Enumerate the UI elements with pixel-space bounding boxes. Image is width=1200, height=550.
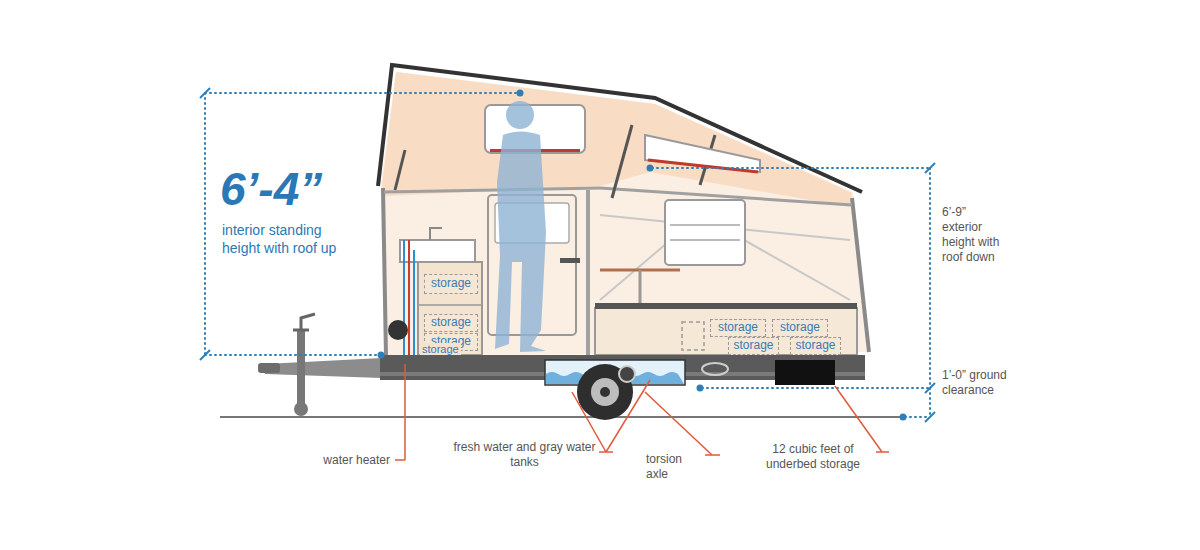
bed [595,303,857,355]
storage-text: storage [431,316,471,329]
storage-box: storage [772,319,828,337]
person-silhouette [495,101,546,352]
bed-part [595,303,857,309]
dimension-value: 6’-4” [220,166,322,212]
bed-part [682,322,704,350]
leader-line-part [876,451,889,453]
storage-box: storage [728,337,779,355]
dimension-note: 6’-9” exterior height with roof down [942,205,1000,265]
wheel-part [591,378,619,406]
storage-text: storage [420,343,461,355]
dimension-line-part [652,167,930,169]
dimension-note: interior standing height with roof up [222,222,350,257]
door-part [560,258,580,263]
dimension-line-part [205,354,378,356]
dimension-line [200,88,935,422]
person-silhouette-part [506,101,534,129]
frame [378,65,869,356]
window-part [648,160,758,172]
table [600,270,680,308]
leader-line-part [645,392,712,455]
storage-box: storage [790,337,841,355]
underbed-storage [775,360,835,385]
trailer-tongue-part [265,358,382,378]
dimension-line-part [929,168,931,417]
part-label: 12 cubic feet of underbed storage [752,442,874,472]
ground-line [220,417,905,418]
window-part [670,224,740,226]
wheel-part [702,363,728,375]
storage-box: storage [710,319,766,337]
storage-text: storage [431,277,471,290]
part-label: water heater [300,453,390,468]
wheel [577,363,728,420]
trailer-tongue-part [294,402,308,416]
storage-box: storage [424,314,478,332]
person-silhouette-part [495,132,546,353]
part-label: fresh water and gray water tanks [452,440,597,470]
storage-text: storage [718,321,758,334]
dimension-line-part [702,387,930,389]
frame-part [612,125,632,198]
ground-line-part [220,416,905,418]
trailer-tongue-part [293,314,315,330]
leader-line-part [705,454,720,456]
window-part [670,239,740,241]
plumbing-part [388,320,408,340]
dimension-line-part [200,350,210,360]
bed-part [595,308,857,355]
galley-part [430,228,442,240]
dimension-line-part [200,88,210,98]
leader-line-part [395,459,405,461]
leader-line-part [404,364,406,460]
leader-line-part [606,380,650,452]
galley-part [418,304,482,306]
trailer-tongue-part [258,363,280,373]
plumbing-part [403,240,405,362]
storage-text: storage [780,321,820,334]
table-part [639,270,642,308]
dimension-line-part [517,90,524,97]
dimension-note: 1’-0” ground clearance [942,368,1008,398]
dimension-line-part [378,352,385,359]
galley-part [418,262,482,355]
dimension-line-part [925,163,935,173]
dimension-line-part [204,93,206,355]
storage-text: storage [795,339,835,352]
window-part [645,135,760,172]
leader-line-part [599,451,613,453]
interior-shell [381,72,867,356]
dimension-line-part [900,414,907,421]
trailer-tongue-part [297,330,305,406]
dimension-line-part [905,416,930,418]
window-part [665,200,745,265]
trailer-tongue [258,314,382,416]
wheel-part [619,366,635,382]
galley [400,228,482,355]
dimension-line-part [697,385,704,392]
frame-part [586,190,590,356]
part-label: torsion axle [646,452,702,482]
dimension-line-part [925,412,935,422]
wheel-part [600,387,610,397]
frame-part [384,188,600,192]
dimension-line-part [205,92,518,94]
interior-shell-part [381,72,867,356]
storage-box: storage [424,274,478,294]
underbed-storage-part [775,360,835,385]
plumbing-part [408,240,410,362]
frame-part [395,150,405,190]
frame-part [383,188,386,356]
galley-part [400,240,475,262]
dimension-line-part [647,165,654,172]
storage-text: storage [733,339,773,352]
dimension-line-part [925,383,935,393]
plumbing-part [413,250,415,362]
